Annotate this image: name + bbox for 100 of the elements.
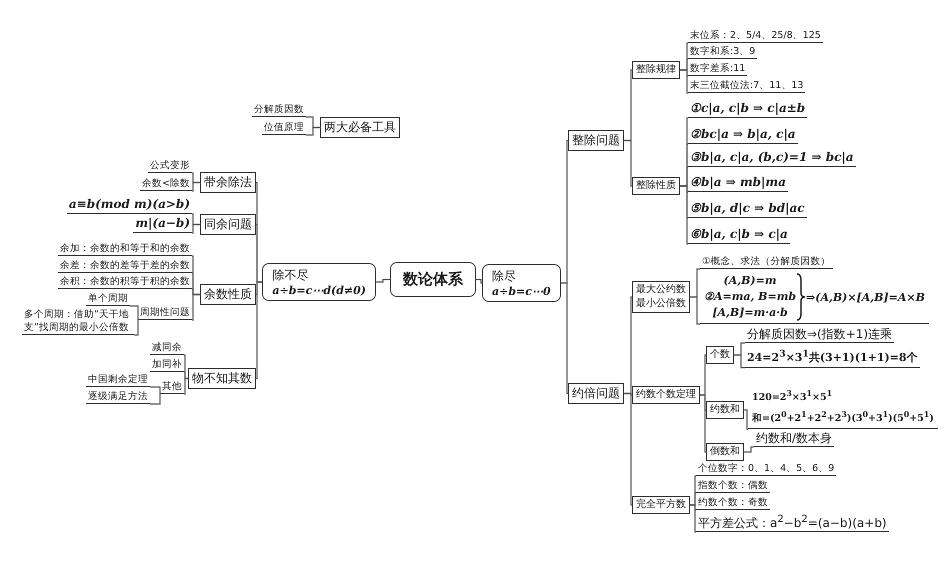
subtopic-box xyxy=(706,443,744,461)
topic-title: 余数性质 xyxy=(204,287,252,301)
label-text: 周期性问题 xyxy=(140,307,190,318)
underlined-formula xyxy=(688,174,788,192)
topic-title: 除尽 xyxy=(492,268,517,285)
formula: m|(a−b) xyxy=(135,216,190,230)
topic-box xyxy=(262,263,376,301)
underlined-formula xyxy=(688,149,856,167)
label-text: 分解质因数 xyxy=(254,104,304,115)
label-text: 多个周期：借助“天干地支”找周期的最小公倍数 xyxy=(24,309,129,333)
formula: ⇒(A,B)×[A,B]=A×B xyxy=(806,290,925,304)
topic-title: 个数 xyxy=(710,348,730,362)
topic-title: 物不知其数 xyxy=(192,371,252,385)
underlined-formula xyxy=(133,215,192,233)
connector xyxy=(150,393,161,405)
connector xyxy=(734,354,745,368)
formula: 24=2$^{3}$×3$^{1}$共(3+1)(1+1)=8个 xyxy=(747,350,918,364)
formula: ③b|a, c|a, (b,c)=1 ⇒ bc|a xyxy=(690,150,854,164)
formula: ②bc|a ⇒ b|a, c|a xyxy=(690,127,796,141)
label-text: 平方差公式：a$^{2}$−b$^{2}$=(a−b)(a+b) xyxy=(698,516,887,530)
topic-title: 约数个数定理 xyxy=(636,388,696,402)
connector xyxy=(690,504,696,533)
connector xyxy=(134,319,139,336)
label-text: 位值原理 xyxy=(264,122,304,133)
label-text: 末位系：2、5/4、25/8、125 xyxy=(690,30,821,41)
topic-box xyxy=(188,368,256,389)
topic-title: 约数和 xyxy=(710,403,740,417)
topic-title: 同余问题 xyxy=(204,217,252,231)
topic-title: 最小公倍数 xyxy=(636,297,686,311)
underlined-formula xyxy=(688,226,790,244)
connector xyxy=(256,281,262,380)
connector xyxy=(192,294,200,321)
root-box xyxy=(390,262,476,297)
topic-box xyxy=(568,130,624,151)
formula: ②A=ma, B=mb xyxy=(704,289,796,305)
subtopic-box xyxy=(706,401,744,419)
label-text: ①概念、求法（分解质因数） xyxy=(702,256,831,267)
topic-title: 最大公约数 xyxy=(636,283,686,297)
formula: (A,B)=m xyxy=(724,273,776,289)
label-text: 其他 xyxy=(162,381,182,392)
topic-title: 倒数和 xyxy=(710,445,740,459)
formula: 和=(2$^{0}$+2$^{1}$+2$^{2}$+2$^{3}$)(3$^{0}$+3$^{1}$)(5$^{0}$+5$^{1}$) xyxy=(752,409,934,426)
connector xyxy=(476,278,482,284)
connector xyxy=(690,296,700,325)
label-text: 指数个数：偶数 xyxy=(698,480,768,491)
formula: a÷b=c⋯d(d≠0) xyxy=(272,284,366,297)
formula: ④b|a ⇒ mb|ma xyxy=(690,175,786,189)
label-text: 数字差系:11 xyxy=(690,63,746,74)
connector xyxy=(560,282,568,394)
subtopic-box xyxy=(632,386,700,404)
connector xyxy=(744,446,754,453)
formula: ⑤b|a, d|c ⇒ bd|ac xyxy=(690,201,805,215)
topic-title: 两大必备工具 xyxy=(324,120,396,134)
connector xyxy=(680,69,688,94)
topic-box xyxy=(320,117,400,138)
formula: ①c|a, c|b ⇒ c|a±b xyxy=(690,101,806,115)
topic-title: 整除问题 xyxy=(572,133,620,147)
label-text: 约数和/数本身 xyxy=(756,431,832,445)
label-text: 余差：余数的差等于差的余数 xyxy=(60,260,190,271)
label-text: 末三位截位法:7、11、13 xyxy=(690,80,804,91)
connector xyxy=(184,378,188,395)
label-text: 约数个数：奇数 xyxy=(698,497,768,508)
connector xyxy=(192,224,200,234)
underlined-label xyxy=(22,308,134,335)
connector xyxy=(624,392,632,506)
label-text: 减同余 xyxy=(152,342,182,353)
connector xyxy=(192,182,200,192)
label-text: 单个周期 xyxy=(88,293,128,304)
underlined-formula xyxy=(66,196,192,214)
label-text: 数字和系:3、9 xyxy=(690,46,756,57)
formula: 120=2$^{3}$×3$^{1}$×5$^{1}$ xyxy=(752,388,834,406)
subtopic-box xyxy=(632,61,680,79)
underlined-formula xyxy=(700,271,929,324)
formula: a÷b=c⋯0 xyxy=(492,285,551,298)
subtopic-box xyxy=(632,281,690,313)
formula: [A,B]=m·a·b xyxy=(712,305,788,321)
topic-box xyxy=(568,383,624,404)
label-text: 余加：余数的和等于和的余数 xyxy=(60,243,190,254)
topic-box xyxy=(482,264,561,302)
underlined-formula xyxy=(688,126,798,144)
subtopic-box xyxy=(632,177,680,195)
topic-title: 带余除法 xyxy=(204,175,252,189)
connector xyxy=(744,409,748,430)
underlined-formula xyxy=(688,200,807,218)
label-text: 个位数字：0、1、4、5、6、9 xyxy=(698,463,834,474)
topic-box xyxy=(200,172,256,193)
connector xyxy=(700,394,706,453)
formula: a≡b(mod m)(a>b) xyxy=(68,197,190,211)
connector xyxy=(130,305,139,321)
label-text: 余积：余数的积等于积的余数 xyxy=(60,276,190,287)
label-text: 分解质因数⇒(指数+1)连乘 xyxy=(747,327,892,341)
root-title: 数论体系 xyxy=(403,270,463,288)
topic-title: 完全平方数 xyxy=(636,498,686,512)
connector xyxy=(150,386,161,395)
subtopic-box xyxy=(706,346,734,364)
topic-title: 整除性质 xyxy=(636,179,676,193)
label-text: 公式变形 xyxy=(150,160,190,171)
formula: ⑥b|a, c|b ⇒ c|a xyxy=(690,227,788,241)
subtopic-box xyxy=(632,496,690,514)
topic-box xyxy=(200,214,256,235)
